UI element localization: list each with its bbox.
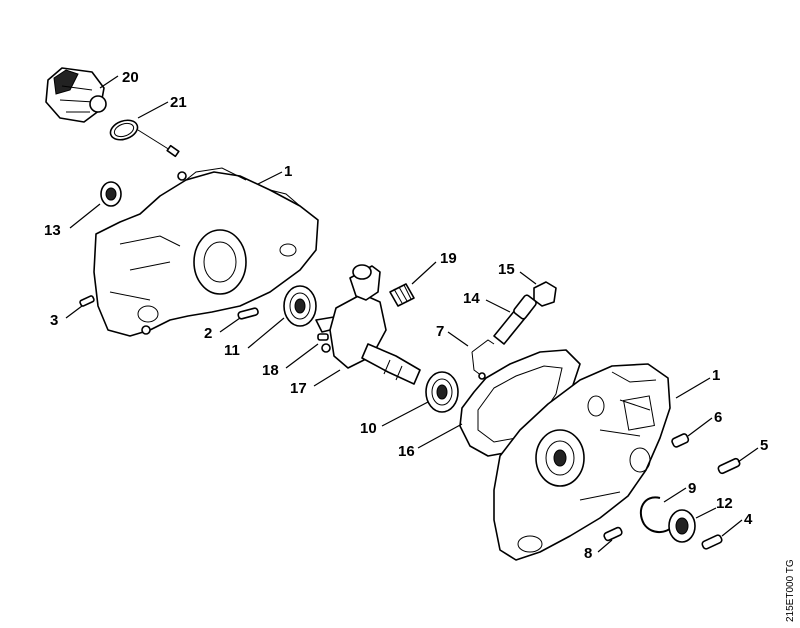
leader-12 (695, 507, 717, 519)
callout-1-upper: 1 (284, 163, 292, 180)
part-4-stud (701, 534, 723, 550)
leader-14 (485, 299, 511, 313)
leader-17 (313, 369, 341, 387)
leader-6 (687, 417, 713, 437)
part-14-tube (493, 294, 537, 345)
callout-10: 10 (360, 420, 377, 437)
part-10-ball-bearing (425, 371, 459, 413)
callout-7: 7 (436, 323, 444, 340)
callout-2: 2 (204, 325, 212, 342)
callout-4: 4 (744, 511, 753, 528)
leader-7 (447, 331, 469, 347)
part-17-crankshaft (315, 264, 421, 385)
leader-18 (285, 343, 319, 369)
leader-5 (737, 447, 759, 463)
part-7-fitting (471, 339, 495, 380)
leader-4 (721, 519, 743, 537)
drawing-code: 215ET000 TG (785, 559, 796, 622)
callout-21: 21 (170, 94, 187, 111)
part-3-pin (79, 295, 95, 307)
callout-20: 20 (122, 69, 139, 86)
part-19-needle-cage (389, 283, 415, 307)
callout-9: 9 (688, 480, 696, 497)
callout-18: 18 (262, 362, 279, 379)
callout-16: 16 (398, 443, 415, 460)
part-9-circlip (639, 496, 677, 533)
part-1-crankcase-lower (493, 363, 671, 561)
callout-labels: 20 21 1 13 3 2 11 18 17 19 15 14 7 10 16… (44, 69, 768, 562)
callout-3: 3 (50, 312, 58, 329)
callout-1-lower: 1 (712, 367, 720, 384)
leader-1b (675, 377, 711, 399)
callout-13: 13 (44, 222, 61, 239)
part-1-crankcase-upper (93, 167, 319, 337)
part-5-stud (717, 457, 741, 475)
callout-12: 12 (716, 495, 733, 512)
leader-15 (519, 271, 537, 285)
callout-17: 17 (290, 380, 307, 397)
part-2-dowel (237, 307, 259, 320)
leader-3 (65, 305, 83, 319)
callout-14: 14 (463, 290, 480, 307)
leader-1a (257, 171, 283, 185)
part-11-ball-bearing (283, 285, 317, 327)
part-18-pin (317, 333, 329, 341)
leader-19 (411, 261, 437, 285)
leader-21 (137, 101, 169, 119)
callout-11: 11 (224, 342, 240, 359)
leader-9 (663, 487, 687, 503)
leader-8 (597, 539, 613, 553)
part-21-o-ring-and-hose (109, 119, 180, 158)
leader-20 (99, 75, 119, 89)
callout-8: 8 (584, 545, 592, 562)
callout-5: 5 (760, 437, 768, 454)
leader-13 (69, 203, 101, 229)
part-20-oil-pump (45, 67, 107, 123)
leader-10 (381, 401, 429, 427)
callout-15: 15 (498, 261, 515, 278)
leader-2 (219, 317, 241, 333)
part-8-screw (603, 526, 623, 542)
part-13-oil-seal (100, 181, 122, 207)
callout-19: 19 (440, 250, 457, 267)
callout-6: 6 (714, 409, 722, 426)
part-6-bushing (671, 433, 690, 448)
part-12-oil-seal (668, 509, 696, 543)
part-15-buffer (533, 281, 557, 307)
leader-lines (65, 75, 759, 553)
leader-11 (247, 317, 285, 349)
leader-16 (417, 423, 463, 449)
